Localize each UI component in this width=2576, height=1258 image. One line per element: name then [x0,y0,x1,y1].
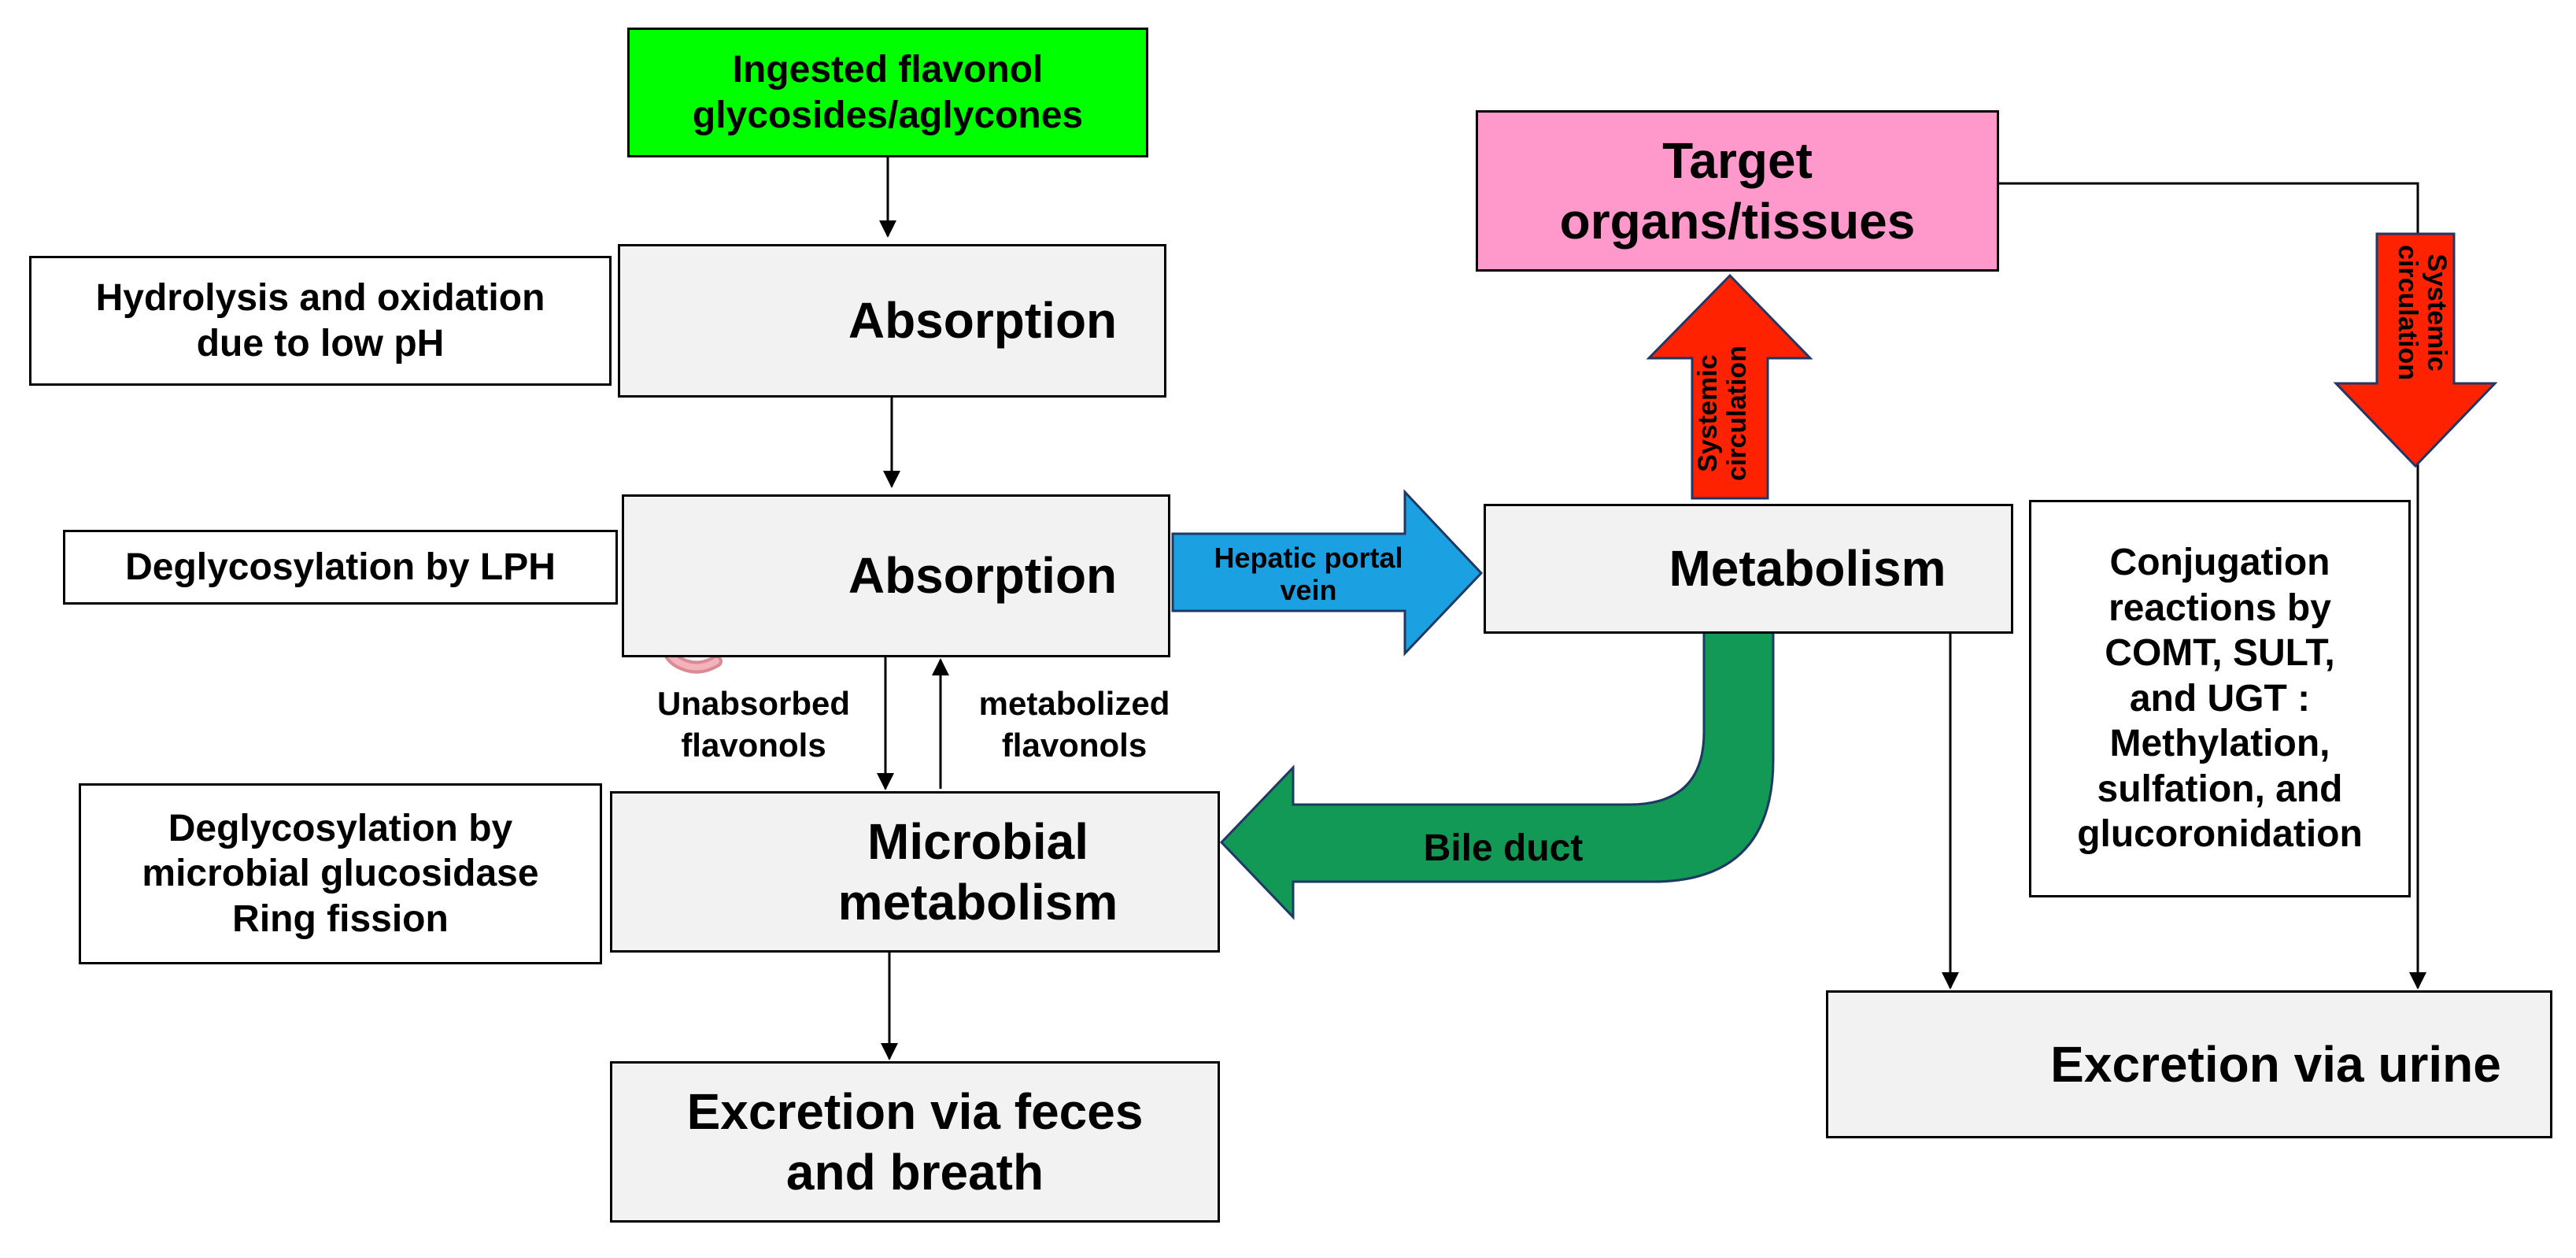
systemic-up-arrow [1646,273,1813,500]
systemic-down-arrow [2333,232,2498,468]
target-label: Target organs/tissues [1559,131,1916,250]
hydrolysis-note: Hydrolysis and oxidation due to low pH [29,256,612,386]
microbial-glucosidase-note: Deglycosylation by microbial glucosidase… [79,783,602,964]
microbial-box: Microbial metabolism [610,791,1220,953]
absorption-stomach-box: Absorption [618,244,1166,398]
excretion-urine-box: Excretion via urine [1826,990,2552,1138]
ingested-label: Ingested flavonol glycosides/aglycones [692,48,1084,136]
absorption-intestine-label: Absorption [848,547,1118,605]
metabolism-box: Metabolism [1484,504,2013,634]
hepatic-portal-label: Hepatic portal vein [1214,542,1403,607]
absorption-intestine-box: Absorption [622,494,1170,657]
metabolism-label: Metabolism [1669,540,1946,598]
metabolized-label: metabolized flavonols [978,685,1170,764]
target-box: Target organs/tissues [1476,110,1999,272]
ingested-box: Ingested flavonol glycosides/aglycones [627,28,1148,157]
absorption-stomach-label: Absorption [848,292,1118,350]
excretion-feces-label: Excretion via feces and breath [686,1082,1144,1201]
hepatic-portal-arrow [1171,489,1484,657]
systemic-up-label: Systemic circulation [1693,346,1753,481]
deglycosylation-lph-note: Deglycosylation by LPH [63,530,618,605]
deglycosylation-lph-label: Deglycosylation by LPH [125,546,556,588]
systemic-down-label: Systemic circulation [2392,245,2452,380]
arrow-target-to-urine [1999,182,2426,990]
microbial-label: Microbial metabolism [837,812,1118,931]
excretion-feces-box: Excretion via feces and breath [610,1061,1220,1223]
excretion-urine-label: Excretion via urine [2050,1035,2501,1093]
bile-duct-label: Bile duct [1423,827,1584,869]
conjugation-note: Conjugation reactions by COMT, SULT, and… [2029,500,2411,897]
hydrolysis-label: Hydrolysis and oxidation due to low pH [95,276,545,364]
bile-duct-arrow [1219,630,1775,920]
microbial-glucosidase-label: Deglycosylation by microbial glucosidase… [142,807,539,940]
conjugation-label: Conjugation reactions by COMT, SULT, and… [2077,541,2363,856]
unabsorbed-label: Unabsorbed flavonols [656,685,851,764]
